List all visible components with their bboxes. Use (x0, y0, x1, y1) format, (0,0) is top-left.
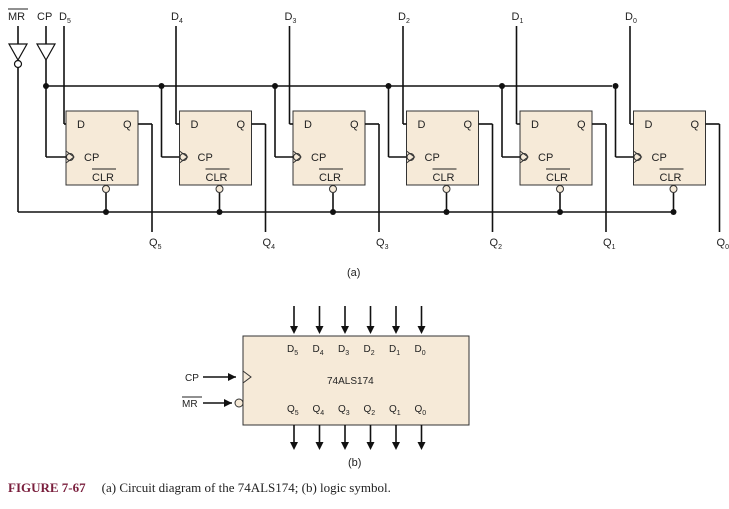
chip-input-pin-label: D0 (415, 344, 426, 357)
ff-cp-pin-label: CP (538, 152, 553, 164)
chip-input-pin-label: D2 (364, 344, 375, 357)
data-input-label: D0 (625, 11, 637, 25)
data-input-label: D4 (171, 11, 183, 25)
mr-pin-label: MR (182, 396, 202, 410)
ff-cp-pin-label: CP (652, 152, 667, 164)
chip-output-pin-label: Q5 (287, 404, 299, 417)
chip-output-pin-label: Q2 (364, 404, 376, 417)
chip-output-pin-label: Q1 (389, 404, 401, 417)
chip-input-pin-label: D5 (287, 344, 298, 357)
ff-q-pin-label: Q (123, 119, 132, 131)
output-label: Q3 (376, 237, 389, 251)
cp-buffer-icon (35, 26, 57, 157)
data-input-label: D1 (512, 11, 524, 25)
ff-clr-pin-label: CLR (319, 172, 341, 184)
mr-input-label: MR (8, 8, 28, 23)
ff-clr-pin-label: CLR (92, 172, 114, 184)
ff-q-pin-label: Q (577, 119, 586, 131)
ff-clr-pin-label: CLR (433, 172, 455, 184)
output-label: Q5 (149, 237, 162, 251)
chip-name: 74ALS174 (327, 376, 374, 387)
chip-output-pin-label: Q3 (338, 404, 350, 417)
figure-caption: FIGURE 7-67 (a) Circuit diagram of the 7… (8, 479, 391, 496)
output-label: Q0 (717, 237, 729, 251)
cp-input-label: CP (37, 11, 52, 23)
ff-q-pin-label: Q (237, 119, 246, 131)
svg-text:MR: MR (8, 11, 25, 23)
ff-q-pin-label: Q (350, 119, 359, 131)
chip-input-pin-label: D3 (338, 344, 349, 357)
output-label: Q4 (263, 237, 276, 251)
figure-number: FIGURE 7-67 (8, 480, 86, 495)
svg-text:MR: MR (182, 399, 198, 410)
chip-output-pin-label: Q4 (313, 404, 325, 417)
part-b-label: (b) (348, 457, 361, 469)
data-input-label: D3 (285, 11, 297, 25)
data-input-label: D2 (398, 11, 410, 25)
chip-output-pin-label: Q0 (415, 404, 427, 417)
ff-cp-pin-label: CP (425, 152, 440, 164)
figure-caption-text: (a) Circuit diagram of the 74ALS174; (b)… (102, 480, 391, 495)
ff-cp-pin-label: CP (311, 152, 326, 164)
ff-clr-pin-label: CLR (546, 172, 568, 184)
data-input-label: D5 (59, 11, 71, 25)
chip-body (242, 335, 470, 426)
ff-clr-pin-label: CLR (206, 172, 228, 184)
ff-d-pin-label: D (191, 119, 199, 131)
ff-cp-pin-label: CP (84, 152, 99, 164)
ff-cp-pin-label: CP (198, 152, 213, 164)
output-label: Q1 (603, 237, 616, 251)
ff-d-pin-label: D (77, 119, 85, 131)
output-label: Q2 (490, 237, 503, 251)
ff-d-pin-label: D (418, 119, 426, 131)
chip-input-pin-label: D1 (389, 344, 400, 357)
ff-clr-pin-label: CLR (660, 172, 682, 184)
ff-q-pin-label: Q (464, 119, 473, 131)
ff-d-pin-label: D (645, 119, 653, 131)
ff-q-pin-label: Q (691, 119, 700, 131)
cp-pin-label: CP (185, 373, 199, 384)
mr-buffer-icon (7, 26, 29, 212)
chip-input-pin-label: D4 (313, 344, 324, 357)
ff-d-pin-label: D (531, 119, 539, 131)
ff-d-pin-label: D (304, 119, 312, 131)
part-a-label: (a) (347, 267, 360, 279)
